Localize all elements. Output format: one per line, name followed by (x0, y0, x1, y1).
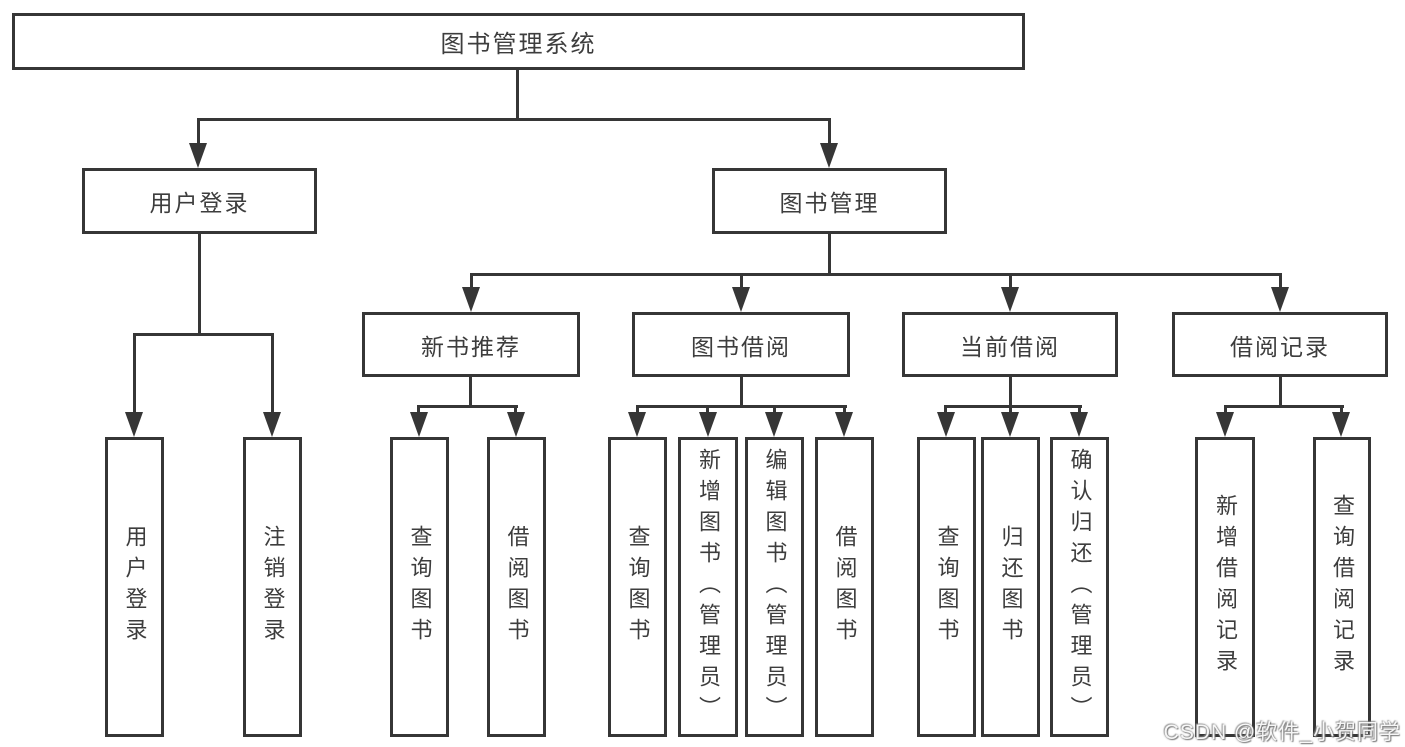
connector-line (1279, 273, 1282, 291)
leaf-add-borrow-record: 新增借阅记录 (1195, 437, 1255, 737)
node-label: 当前借阅 (960, 333, 1060, 360)
arrow-down-icon (1271, 287, 1289, 312)
leaf-label: 注销登录 (260, 525, 286, 649)
leaf-label: 查询图书 (934, 525, 960, 649)
csdn-watermark: CSDN @软件_小贺同学 (1163, 721, 1401, 744)
arrow-down-icon (462, 287, 480, 312)
connector-line (514, 405, 517, 417)
arrow-down-icon (732, 287, 750, 312)
connector-line (197, 118, 831, 121)
arrow-down-icon (835, 412, 853, 437)
connector-line (1224, 405, 1227, 417)
connector-line (1340, 405, 1343, 417)
leaf-logout: 注销登录 (243, 437, 302, 737)
connector-line (706, 405, 709, 417)
leaf-query-borrow-record: 查询借阅记录 (1313, 437, 1371, 737)
connector-line (843, 405, 846, 417)
leaf-query-books-current: 查询图书 (917, 437, 976, 737)
arrow-down-icon (410, 412, 428, 437)
arrow-down-icon (189, 143, 207, 168)
connector-line (133, 333, 136, 415)
leaf-label: 查询图书 (625, 525, 651, 649)
node-book-management: 图书管理 (712, 168, 947, 234)
connector-line (417, 405, 518, 408)
connector-line (417, 405, 420, 417)
leaf-return-books: 归还图书 (981, 437, 1040, 737)
arrow-down-icon (507, 412, 525, 437)
arrow-down-icon (1001, 287, 1019, 312)
connector-line (828, 232, 831, 276)
leaf-confirm-return-admin: 确认归还（管理员） (1050, 437, 1109, 737)
leaf-label: 借阅图书 (832, 525, 858, 649)
node-root-library-system: 图书管理系统 (12, 13, 1025, 70)
leaf-label: 编辑图书（管理员） (762, 447, 788, 727)
arrow-down-icon (937, 412, 955, 437)
leaf-label: 新增图书（管理员） (696, 447, 721, 727)
connector-line (740, 273, 743, 291)
arrow-down-icon (1001, 412, 1019, 437)
connector-line (133, 333, 274, 336)
leaf-query-books-borrow: 查询图书 (608, 437, 667, 737)
node-current-borrow: 当前借阅 (902, 312, 1118, 377)
leaf-label: 确认归还（管理员） (1067, 447, 1093, 727)
leaf-borrow-books-recommend: 借阅图书 (487, 437, 546, 737)
arrow-down-icon (628, 412, 646, 437)
arrow-down-icon (263, 412, 281, 437)
connector-line (197, 118, 200, 148)
node-label: 图书管理系统 (440, 31, 597, 58)
node-label: 图书借阅 (691, 333, 791, 360)
connector-line (1009, 375, 1012, 408)
leaf-query-books-recommend: 查询图书 (390, 437, 449, 737)
leaf-label: 查询图书 (407, 525, 433, 649)
node-label: 用户登录 (149, 190, 250, 216)
connector-line (470, 273, 1282, 276)
node-borrow-records: 借阅记录 (1172, 312, 1388, 377)
node-label: 新书推荐 (421, 333, 521, 360)
connector-line (1224, 405, 1344, 408)
arrow-down-icon (1332, 412, 1350, 437)
connector-line (828, 118, 831, 148)
arrow-down-icon (820, 143, 838, 168)
arrow-down-icon (1216, 412, 1234, 437)
connector-line (470, 273, 473, 291)
connector-line (1078, 405, 1081, 417)
node-label: 借阅记录 (1230, 333, 1330, 360)
arrow-down-icon (699, 412, 717, 437)
leaf-user-login: 用户登录 (105, 437, 164, 737)
leaf-label: 查询借阅记录 (1330, 494, 1355, 680)
arrow-down-icon (765, 412, 783, 437)
connector-line (1009, 273, 1012, 291)
node-book-borrow: 图书借阅 (632, 312, 850, 377)
node-label: 图书管理 (779, 190, 880, 216)
leaf-label: 借阅图书 (504, 525, 530, 649)
connector-line (944, 405, 1082, 408)
connector-line (198, 232, 201, 336)
leaf-label: 新增借阅记录 (1213, 494, 1238, 680)
connector-line (944, 405, 947, 417)
leaf-label: 归还图书 (998, 525, 1024, 649)
node-new-book-recommend: 新书推荐 (362, 312, 580, 377)
connector-line (1279, 375, 1282, 408)
connector-line (271, 333, 274, 415)
leaf-add-books-admin: 新增图书（管理员） (678, 437, 738, 737)
connector-line (773, 405, 776, 417)
connector-line (636, 405, 639, 417)
connector-line (740, 375, 743, 408)
leaf-borrow-books: 借阅图书 (815, 437, 874, 737)
node-user-login: 用户登录 (82, 168, 317, 234)
leaf-label: 用户登录 (122, 525, 148, 649)
connector-line (1009, 405, 1012, 417)
connector-line (469, 375, 472, 408)
connector-line (516, 68, 519, 120)
arrow-down-icon (1070, 412, 1088, 437)
connector-line (636, 405, 847, 408)
leaf-edit-books-admin: 编辑图书（管理员） (745, 437, 804, 737)
arrow-down-icon (125, 412, 143, 437)
